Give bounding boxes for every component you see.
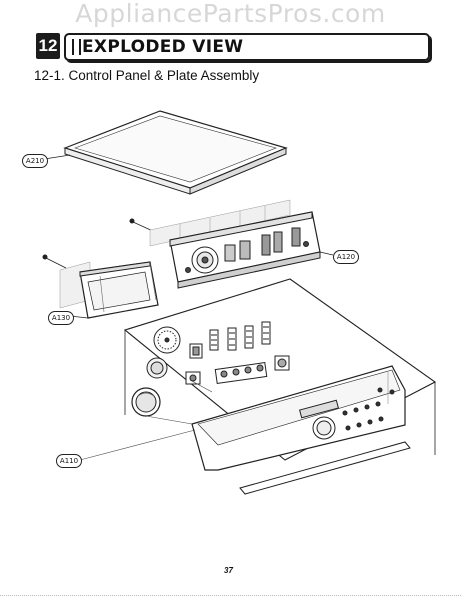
section-title: EXPLODED VIEW [82, 37, 244, 57]
selector-dial-part [153, 326, 181, 354]
screw-parts [42, 218, 156, 269]
top-plate-part [37, 110, 288, 195]
callout-a110: A110 [56, 454, 82, 468]
watermark: AppliancePartsPros.com [75, 0, 386, 28]
title-decoration [72, 39, 81, 55]
pcb-assembly-part [169, 211, 334, 289]
button-set-parts [185, 321, 290, 385]
pcb-projection [149, 199, 291, 247]
section-title-box: EXPLODED VIEW [64, 33, 430, 61]
lens-part [146, 357, 168, 379]
footer-divider [0, 595, 461, 596]
section-number-badge: 12 [36, 33, 60, 59]
main-knob-part [131, 387, 161, 417]
display-bracket-part [69, 261, 159, 319]
page-number: 37 [224, 566, 233, 575]
assembly-subtitle: 12-1. Control Panel & Plate Assembly [34, 68, 260, 83]
callout-a130: A130 [48, 311, 74, 325]
callout-a210: A210 [22, 154, 48, 168]
callout-a120: A120 [333, 250, 359, 264]
section-header: 12 EXPLODED VIEW [36, 33, 430, 61]
front-control-panel-part [191, 365, 411, 495]
leader-lines [79, 379, 213, 461]
